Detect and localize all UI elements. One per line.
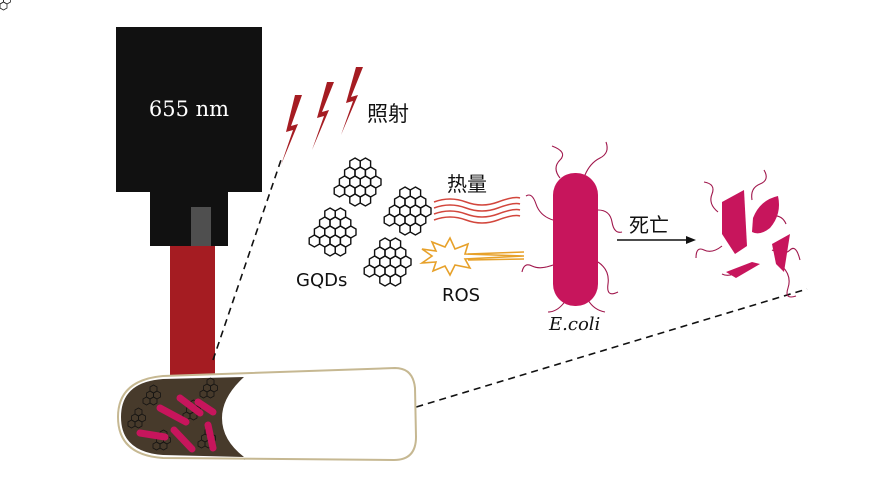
ros-burst-icon xyxy=(419,236,525,277)
heat-label: 热量 xyxy=(447,172,487,196)
heat-wave-lines xyxy=(433,196,521,224)
lightning-bolt-icon xyxy=(281,95,302,165)
test-tube xyxy=(0,0,418,462)
arrow-head-icon xyxy=(686,236,696,244)
ecoli-label: E.coli xyxy=(548,314,600,335)
tube-gqd-clusters xyxy=(0,0,218,451)
laser-wavelength-label: 655 nm xyxy=(149,97,229,121)
gqd-sheet xyxy=(363,237,412,287)
lightning-bolt-icon xyxy=(341,67,363,135)
laser-beam xyxy=(170,246,215,382)
irradiation-lightning-icons xyxy=(281,67,363,165)
death-label: 死亡 xyxy=(629,213,669,237)
ros-label: ROS xyxy=(442,285,480,306)
dead-fragment xyxy=(722,190,747,254)
lightning-bolt-icon xyxy=(312,82,334,150)
irradiation-label: 照射 xyxy=(367,102,409,126)
death-arrow xyxy=(617,236,696,244)
laser-nozzle xyxy=(150,190,228,246)
gqd-sheet xyxy=(383,186,432,236)
laser-source: 655 nm xyxy=(116,27,262,246)
dead-flagella xyxy=(695,169,801,298)
ecoli-cell-body xyxy=(553,173,598,306)
gqds-label: GQDs xyxy=(296,270,347,291)
gqd-sheet xyxy=(308,207,357,257)
gqd-clusters xyxy=(308,157,432,287)
dead-fragment xyxy=(752,196,779,234)
dead-fragment xyxy=(772,234,790,272)
laser-body xyxy=(116,27,262,192)
laser-aperture xyxy=(191,207,211,246)
dead-bacterium-fragments xyxy=(695,169,801,298)
dead-fragment xyxy=(726,262,760,278)
gqd-sheet xyxy=(333,157,382,207)
ecoli-bacterium xyxy=(521,141,623,313)
tube-bacteria xyxy=(136,394,217,453)
